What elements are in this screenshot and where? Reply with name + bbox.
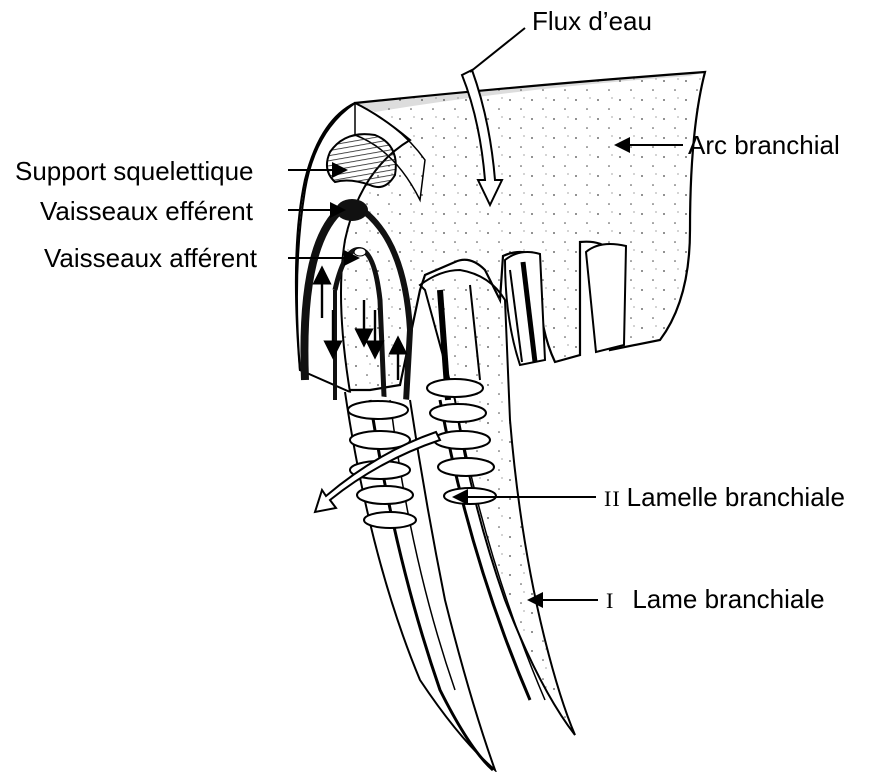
label-skeletal-support: Support squelettique	[15, 156, 254, 186]
label-gill-arch: Arc branchial	[688, 130, 840, 160]
label-gill-filament-text: Lame branchiale	[632, 584, 824, 614]
label-afferent-vessels: Vaisseaux afférent	[44, 243, 257, 273]
label-gill-lamella-text: Lamelle branchiale	[627, 482, 845, 512]
label-gill-filament-marker: I	[606, 588, 614, 613]
label-efferent-vessels: Vaisseaux efférent	[40, 196, 253, 226]
label-gill-lamella-marker: II	[604, 486, 621, 511]
label-water-flow: Flux d’eau	[532, 6, 652, 36]
label-gill-filament: I Lame branchiale	[606, 584, 825, 616]
